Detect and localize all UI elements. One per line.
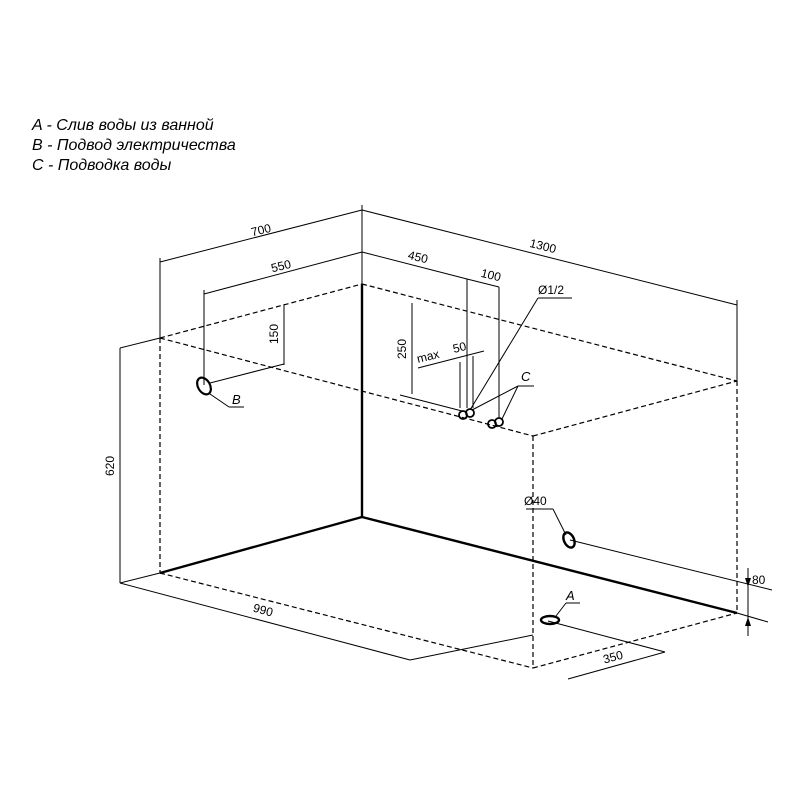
wall-edges: [159, 284, 738, 615]
legend-item-b: B - Подвод электричества: [32, 137, 236, 154]
point-c-label: C: [521, 369, 531, 384]
dim-350: 350: [547, 620, 666, 680]
dim-450: 450: [361, 248, 468, 408]
tub-front-top: [159, 337, 534, 437]
bath-drain-icon: [539, 614, 561, 626]
connection-c: C: [458, 369, 534, 429]
legend-item-a: A - Слив воды из ванной: [32, 117, 214, 134]
dim-700: 700: [159, 205, 363, 338]
dim-100-text: 100: [480, 266, 503, 285]
tub-back-right-top: [361, 283, 738, 382]
water-inlet-icon: [465, 408, 475, 418]
dim-620-text: 620: [103, 456, 117, 476]
connection-b: B: [196, 376, 244, 408]
water-inlet-icon: [494, 417, 504, 427]
dim-350-text: 350: [601, 648, 624, 667]
legend: A - Слив воды из ванной B - Подвод элект…: [32, 116, 236, 176]
dim-700-text: 700: [250, 221, 273, 240]
tub-side-bottom: [532, 612, 738, 669]
dim-phi-1-2-text: Ø1/2: [538, 283, 564, 297]
dim-max-50: max 50: [415, 339, 485, 408]
dim-550: 550: [203, 245, 363, 385]
dim-550-text: 550: [270, 257, 293, 276]
point-b-label: B: [232, 392, 241, 407]
dim-100: 100: [466, 266, 503, 418]
legend-item-c: C - Подводка воды: [32, 157, 172, 174]
tub-back-left-top: [159, 283, 363, 339]
leader-phi-40: Ø40: [524, 494, 567, 536]
electric-outlet-icon: [196, 376, 212, 396]
dim-450-text: 450: [407, 248, 430, 267]
wall-right-floor-edge: [361, 515, 738, 615]
tub-side-top: [532, 380, 738, 437]
dim-1300-text: 1300: [528, 236, 558, 256]
tub-front-bottom: [159, 572, 534, 669]
dim-990-text: 990: [252, 601, 275, 620]
leader-phi-1-2: Ø1/2: [469, 283, 572, 411]
tub-outline: [159, 283, 738, 669]
dim-1300: 1300: [361, 209, 738, 381]
dim-250-text: 250: [395, 339, 409, 359]
dim-phi-40-text: Ø40: [524, 494, 547, 508]
drain-outlet-icon: [562, 531, 576, 549]
drain-outlet: [562, 531, 576, 549]
connection-a: A: [539, 588, 580, 626]
dim-max-text: max: [415, 347, 440, 366]
dim-990: 990: [119, 582, 534, 661]
dim-150-text: 150: [267, 324, 281, 344]
wall-left-floor-edge: [159, 515, 363, 575]
dim-50-text: 50: [451, 339, 468, 356]
dim-250: 250: [395, 303, 463, 412]
dim-80: 80: [569, 539, 773, 636]
dim-620: 620: [103, 337, 161, 584]
point-a-label: A: [565, 588, 575, 603]
dim-150: 150: [209, 304, 285, 384]
dim-80-text: 80: [752, 573, 766, 587]
